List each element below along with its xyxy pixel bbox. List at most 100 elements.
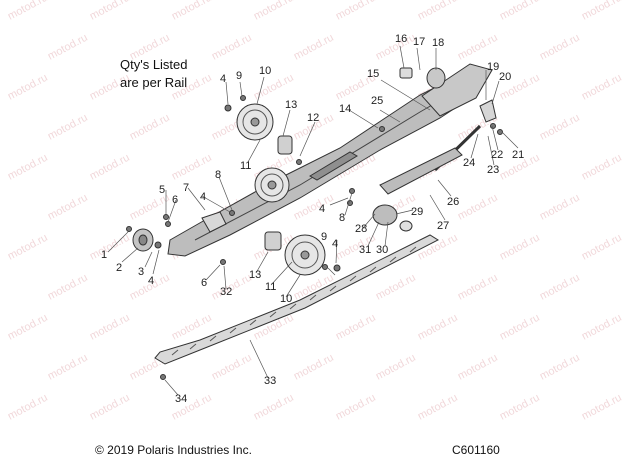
callout-4c: 4 [200, 191, 206, 203]
watermark-text: motod.ru [46, 32, 90, 63]
front-idler [132, 228, 154, 252]
watermark-text: motod.ru [128, 112, 172, 143]
watermark-text: motod.ru [456, 352, 500, 383]
watermark-text: motod.ru [6, 72, 50, 103]
watermark-text: motod.ru [252, 0, 296, 23]
watermark-text: motod.ru [580, 232, 624, 263]
quantity-note: Qty's Listed are per Rail [120, 56, 188, 92]
watermark-text: motod.ru [88, 312, 132, 343]
callout-18: 18 [432, 37, 444, 49]
callout-17: 17 [413, 36, 425, 48]
callout-20: 20 [499, 71, 511, 83]
wear-strip-teeth [171, 246, 417, 356]
callout-8b: 8 [339, 212, 345, 224]
quantity-note-line1: Qty's Listed [120, 57, 188, 72]
quantity-note-line2: are per Rail [120, 75, 188, 90]
watermark-text: motod.ru [498, 312, 542, 343]
watermark-text: motod.ru [580, 152, 624, 183]
watermark-text: motod.ru [456, 192, 500, 223]
callout-30: 30 [376, 244, 388, 256]
watermark-text: motod.ru [498, 232, 542, 263]
callout-34: 34 [175, 393, 187, 405]
copyright-text: © 2019 Polaris Industries Inc. [95, 443, 252, 457]
rail-slot [309, 151, 358, 181]
watermark-text: motod.ru [456, 272, 500, 303]
callout-13: 13 [285, 99, 297, 111]
callout-10: 10 [259, 65, 271, 77]
rail-rear-bracket [421, 63, 493, 117]
watermark-text: motod.ru [170, 152, 214, 183]
watermark-text: motod.ru [88, 392, 132, 423]
watermark-text: motod.ru [6, 152, 50, 183]
watermark-text: motod.ru [538, 112, 582, 143]
watermark-text: motod.ru [538, 32, 582, 63]
callout-labels: 1 2 3 4 5 6 7 8 9 10 11 12 13 14 15 16 1… [101, 33, 524, 405]
callout-7: 7 [183, 182, 189, 194]
watermark-text: motod.ru [46, 192, 90, 223]
watermark-text: motod.ru [374, 272, 418, 303]
watermark-text: motod.ru [538, 352, 582, 383]
watermark-text: motod.ru [416, 0, 460, 23]
watermark-text: motod.ru [292, 32, 336, 63]
watermark-text: motod.ru [88, 0, 132, 23]
watermark-text: motod.ru [170, 0, 214, 23]
watermark-text: motod.ru [292, 352, 336, 383]
watermark-layer: motod.ru motod.ru motod.ru motod.ru motod.ru… [6, 0, 624, 423]
watermark-text: motod.ru [538, 192, 582, 223]
wheel-upper [236, 103, 274, 141]
wear-strip [154, 234, 440, 365]
callout-24: 24 [463, 157, 475, 169]
watermark-text: motod.ru [580, 0, 624, 23]
callout-6b: 6 [201, 277, 207, 289]
callout-23: 23 [487, 164, 499, 176]
callout-6: 6 [172, 194, 178, 206]
watermark-text: motod.ru [210, 32, 254, 63]
watermark-text: motod.ru [252, 392, 296, 423]
callout-29: 29 [411, 206, 423, 218]
bumper-upper [277, 135, 293, 155]
watermark-text: motod.ru [88, 232, 132, 263]
callout-11: 11 [240, 160, 251, 172]
callout-5: 5 [159, 184, 165, 196]
watermark-text: motod.ru [334, 0, 378, 23]
watermark-text: motod.ru [374, 352, 418, 383]
watermark-text: motod.ru [334, 392, 378, 423]
cam-assembly [372, 204, 413, 232]
diagram-code: C601160 [452, 443, 500, 457]
callout-19: 19 [487, 61, 499, 73]
watermark-text: motod.ru [456, 32, 500, 63]
callout-2: 2 [116, 262, 122, 274]
callout-8: 8 [215, 169, 221, 181]
watermark-text: motod.ru [416, 392, 460, 423]
callout-16: 16 [395, 33, 407, 45]
watermark-text: motod.ru [580, 72, 624, 103]
watermark-text: motod.ru [6, 0, 50, 23]
watermark-text: motod.ru [416, 312, 460, 343]
watermark-text: motod.ru [334, 312, 378, 343]
wheel-middle [254, 167, 290, 203]
watermark-text: motod.ru [210, 352, 254, 383]
callout-10b: 10 [280, 293, 292, 305]
callout-31: 31 [359, 244, 371, 256]
watermark-text: motod.ru [580, 392, 624, 423]
callout-11b: 11 [265, 281, 276, 293]
callout-28: 28 [355, 223, 367, 235]
callout-21: 21 [512, 149, 524, 161]
callout-33: 33 [264, 375, 276, 387]
wheel-lower [284, 234, 326, 276]
rear-block [379, 147, 463, 195]
watermark-text: motod.ru [498, 0, 542, 23]
front-bracket [201, 211, 227, 233]
bumper-lower [264, 231, 282, 251]
leader-lines [107, 45, 519, 396]
callout-4b: 4 [220, 73, 226, 85]
callout-12: 12 [307, 112, 319, 124]
watermark-text: motod.ru [6, 392, 50, 423]
callout-1: 1 [101, 249, 107, 261]
callout-4d: 4 [319, 203, 325, 215]
watermark-text: motod.ru [46, 112, 90, 143]
callout-14: 14 [339, 103, 351, 115]
callout-9: 9 [236, 70, 242, 82]
callout-22: 22 [491, 149, 503, 161]
